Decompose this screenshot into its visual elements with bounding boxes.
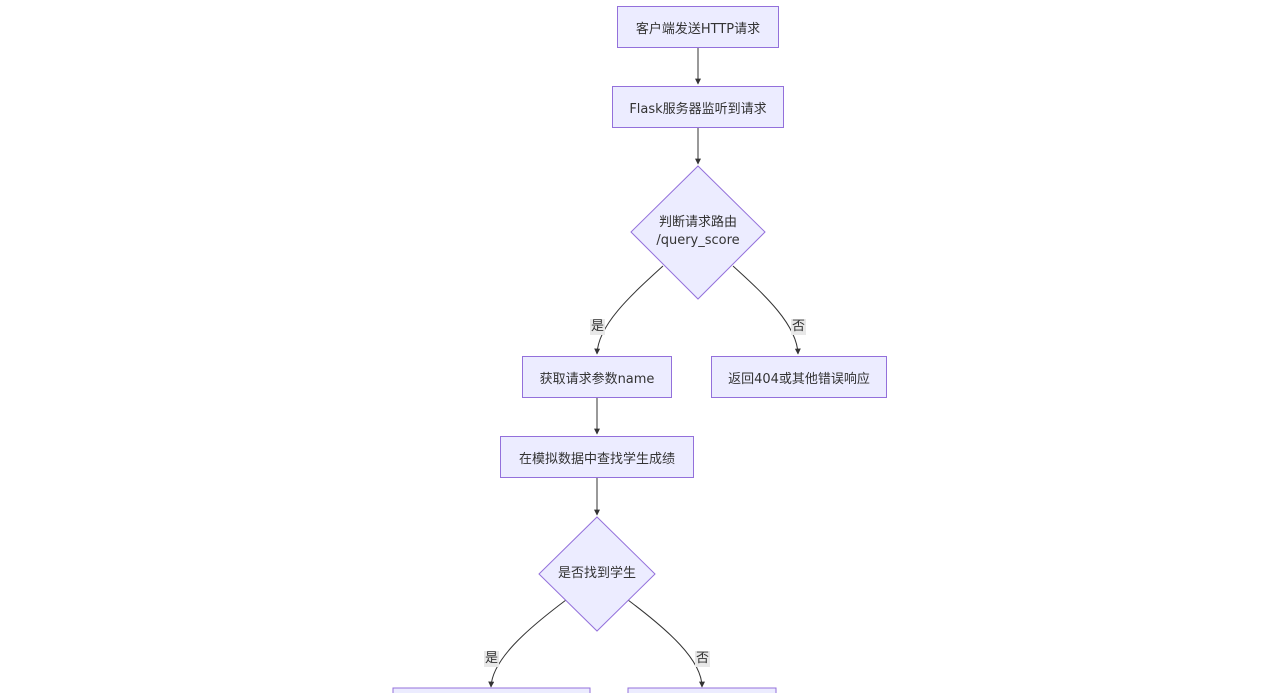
edge-found-no	[627, 599, 705, 688]
flask-listen-node: Flask服务器监听到请求	[612, 86, 784, 128]
get-param-label: 获取请求参数name	[539, 371, 655, 387]
find-score-node: 在模拟数据中查找学生成绩	[500, 436, 694, 478]
edge-found-yes	[488, 599, 567, 688]
find-score-label: 在模拟数据中查找学生成绩	[518, 451, 675, 467]
route-no-label: 否	[791, 319, 807, 335]
found-check-text: 是否找到学生	[557, 566, 636, 581]
route-check-diamond	[630, 165, 766, 300]
found-yes-label: 是	[484, 651, 500, 667]
client-send-node: 客户端发送HTTP请求	[617, 6, 779, 48]
client-send-label: 客户端发送HTTP请求	[635, 21, 761, 37]
found-check-diamond	[538, 516, 656, 632]
found-no-node	[627, 687, 777, 693]
flask-listen-label: Flask服务器监听到请求	[629, 101, 767, 117]
return-404-node: 返回404或其他错误响应	[711, 356, 887, 398]
found-no-label: 否	[695, 651, 711, 667]
route-check-label: 判断请求路由 /query_score	[638, 212, 758, 252]
edge-route-yes	[594, 265, 664, 355]
route-check-line1: 判断请求路由	[658, 215, 737, 230]
get-param-node: 获取请求参数name	[522, 356, 672, 398]
return-404-label: 返回404或其他错误响应	[728, 371, 870, 387]
edge-route-no	[732, 265, 801, 355]
route-yes-label: 是	[590, 319, 606, 335]
found-yes-node	[392, 687, 591, 693]
route-check-line2: /query_score	[656, 233, 740, 248]
found-check-label: 是否找到学生	[547, 564, 647, 584]
